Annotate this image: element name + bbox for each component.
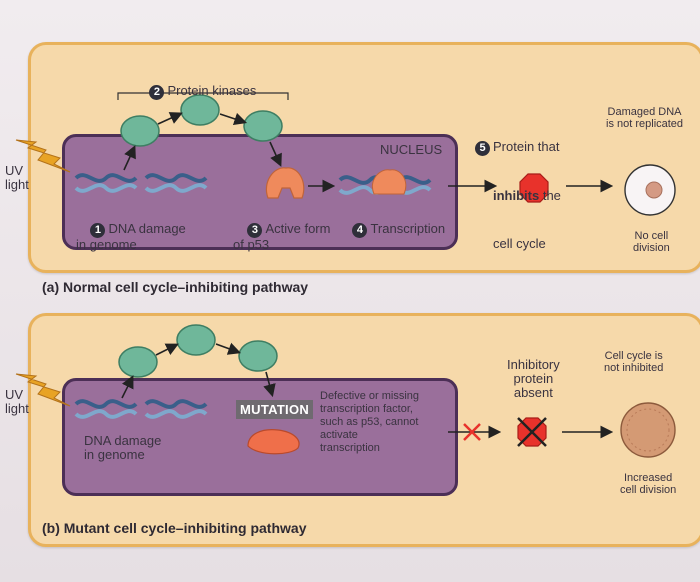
panel-b-caption: (b) Mutant cell cycle–inhibiting pathway <box>42 520 307 536</box>
panel-a-kinase-2-icon <box>180 94 220 126</box>
arrow-dna-to-kinase <box>123 145 136 171</box>
panel-a-inhibitor-protein-icon <box>519 173 549 203</box>
arrow-b-kinase-2-to-3 <box>215 342 242 355</box>
panel-a-uv-label: UV light <box>5 163 29 192</box>
panel-a-active-p53-text: Active form of p53 <box>233 221 331 252</box>
panel-b-mutation-badge: MUTATION <box>236 400 314 419</box>
arrow-b-kinase-1-to-2 <box>155 343 179 356</box>
panel-b-not-inhibited-label: Cell cycle is not inhibited <box>604 350 664 374</box>
panel-a-step-5-bold: inhibits <box>493 188 540 203</box>
panel-b-blocked-x-icon <box>463 423 481 441</box>
panel-a-step-1-number: 1 <box>90 223 106 238</box>
panel-a-dna-damage-text: DNA damage in genome <box>76 221 186 252</box>
arrow-kinase-2-to-3 <box>219 112 248 126</box>
arrow-kinase-to-p53 <box>269 141 282 167</box>
panel-a-p53-icon <box>265 167 305 199</box>
panel-b-kinase-2-icon <box>176 324 216 356</box>
panel-b-absent-cross-icon <box>517 417 547 447</box>
panel-a-dna-helix-icon <box>74 173 208 193</box>
panel-a-cell-nucleus-icon <box>645 181 663 199</box>
panel-b-dna-helix-icon <box>74 399 208 419</box>
panel-a-step-5-line-1: Protein that <box>493 139 560 154</box>
panel-a-caption: (a) Normal cell cycle–inhibiting pathway <box>42 279 309 295</box>
panel-b-defective-label: Defective or missing transcription facto… <box>320 390 420 454</box>
panel-b-defective-p53-icon <box>247 429 300 455</box>
panel-a-nucleus-label: NUCLEUS <box>380 142 443 157</box>
panel-b-increased-division-label: Increased cell division <box>620 472 677 496</box>
panel-b-kinase-3-icon <box>238 340 278 372</box>
arrow-b-dna-to-kinase <box>121 375 134 399</box>
panel-a-uv-lightning-icon <box>15 139 71 173</box>
panel-a-step-5-number: 5 <box>475 141 490 156</box>
panel-a-no-division-label: No cell division <box>633 230 670 254</box>
panel-a-kinase-1-icon <box>120 115 160 147</box>
panel-b-inhibitory-absent-label: Inhibitory protein absent <box>507 357 560 400</box>
panel-b-dna-damage-label: DNA damage in genome <box>84 433 162 462</box>
panel-b-dividing-cell-icon <box>620 402 676 458</box>
arrow-kinase-1-to-2 <box>157 112 183 125</box>
panel-a-step-3-number: 3 <box>247 223 263 238</box>
panel-a-step-5-line-3: cell cycle <box>493 236 546 251</box>
panel-b-uv-label: UV light <box>5 387 29 416</box>
panel-a-transcription-dna-icon <box>338 169 432 195</box>
panel-a-kinase-3-icon <box>243 110 283 142</box>
panel-a-damaged-dna-label: Damaged DNA is not replicated <box>606 106 684 130</box>
panel-a-kinase-bracket <box>117 92 289 100</box>
panel-b-kinase-1-icon <box>118 346 158 378</box>
panel-a-step-2-number: 2 <box>149 85 165 100</box>
panel-b-dividing-cell-texture <box>626 408 670 452</box>
panel-a-step-4-number: 4 <box>352 223 368 238</box>
panel-a-step-5-mid: the <box>539 188 561 203</box>
panel-a-transcription-text: Transcription <box>370 221 446 236</box>
panel-a-protein-kinases: Protein kinases <box>167 83 257 98</box>
arrow-b-kinase-to-mutation <box>263 371 276 398</box>
panel-b-uv-lightning-icon <box>15 373 71 407</box>
